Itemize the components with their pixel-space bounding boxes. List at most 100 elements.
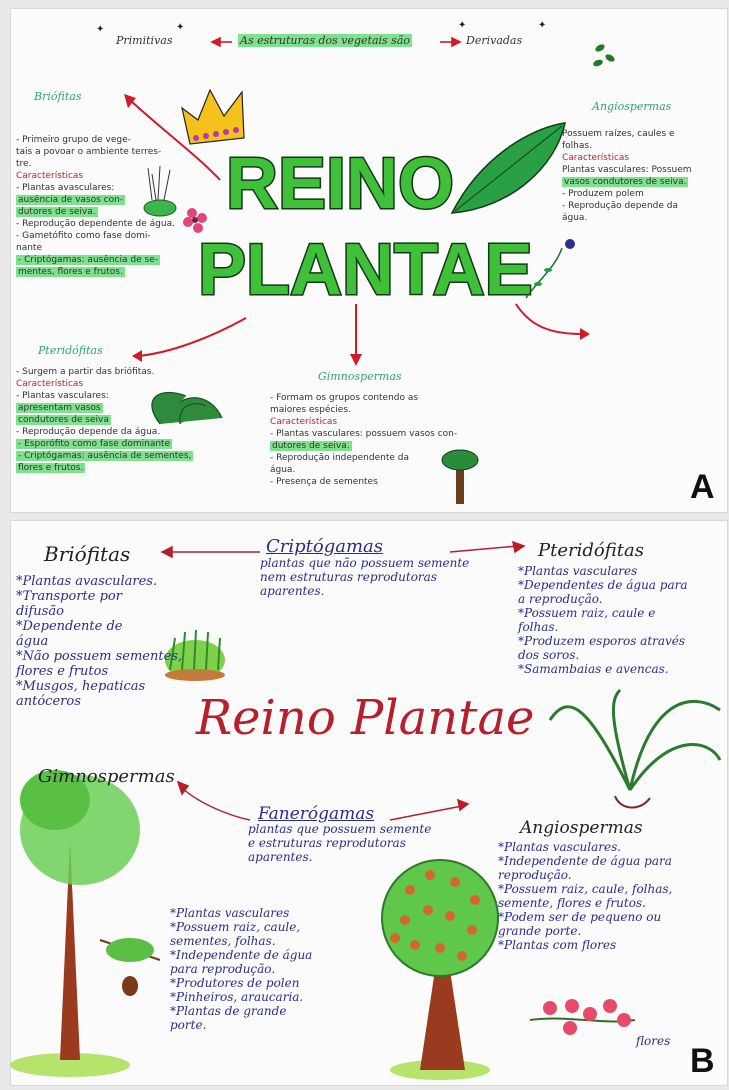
angiospermas-line: água. [562, 213, 588, 223]
pteridofitas-line: condutores de seiva [16, 415, 111, 425]
angiospermas-line: Possuem raízes, caules e [562, 129, 675, 139]
top-arrows [210, 36, 462, 48]
moss-icon [165, 629, 225, 681]
angiospermas-title: Angiospermas [520, 818, 643, 838]
gimnospermas-line: - Formam os grupos contendo as [270, 393, 419, 403]
sparkle-icon: ✦✦✦✦ [96, 20, 546, 35]
fruit-tree-icon [381, 859, 499, 1080]
briofitas-line: tre. [16, 159, 32, 169]
pteridofitas-line: - Reprodução depende da água. [16, 427, 161, 437]
svg-text:✦: ✦ [538, 20, 546, 31]
gimnospermas-line: *Possuem raiz, caule, [170, 920, 301, 934]
pteridofitas-line: *Plantas vasculares [518, 564, 638, 578]
briofitas-line: - Reprodução dependente de água. [16, 219, 175, 229]
mid-arrows [176, 780, 470, 821]
pteridofitas-line: dos soros. [518, 648, 580, 662]
pteridofitas-line: *Samambaias e avencas. [518, 662, 669, 676]
pteridofitas-title: Pteridófitas [538, 540, 644, 561]
briofitas-line: nante [16, 243, 42, 253]
arrow-heads [124, 94, 590, 366]
briofitas-line: tais a povoar o ambiente terres- [16, 147, 162, 157]
panel-a-drawings: ✦✦✦✦ REINO PLANTAE [96, 20, 615, 504]
fanerogamas-line: e estruturas reprodutoras [248, 836, 406, 850]
fanerogamas-desc: plantas que possuem semente e estruturas… [248, 822, 431, 864]
angiospermas-line: - Reprodução depende da [562, 201, 679, 211]
pteridofitas-line: - Surgem a partir das briófitas. [16, 367, 155, 377]
briofitas-line: Características [16, 171, 84, 181]
briofitas-line: *Não possuem sementes, [16, 649, 183, 664]
pteridofitas-line: *Possuem raiz, caule e [518, 606, 656, 620]
briofitas-line: água [16, 634, 49, 649]
title-arrows [129, 99, 583, 358]
gimnospermas-line: - Presença de sementes [270, 477, 378, 487]
fanerogamas-line: aparentes. [248, 850, 313, 864]
briofitas-line: difusão [16, 604, 64, 619]
pteridofitas-title: Pteridófitas [38, 344, 103, 357]
top-left-label: Primitivas [116, 34, 173, 47]
pteridofitas-line: *Dependentes de água para [518, 578, 688, 592]
top-arrows [160, 540, 526, 559]
criptogamas-title: Criptógamas [266, 536, 384, 557]
gimnospermas-line: *Plantas de grande [170, 1004, 287, 1018]
gimnospermas-line: *Independente de água [170, 948, 313, 962]
pteridofitas-line: folhas. [518, 620, 559, 634]
gimnospermas-line: *Produtores de polen [170, 976, 300, 990]
gimnospermas-line: sementes, folhas. [170, 934, 276, 948]
pteridofitas-line: flores e frutos. [16, 463, 86, 473]
pteridofitas-line: apresentam vasos [16, 403, 103, 413]
svg-text:✦: ✦ [176, 22, 184, 33]
tree-icon [441, 449, 479, 504]
gimnospermas-title: Gimnospermas [38, 766, 175, 787]
gimnospermas-line: para reprodução. [170, 962, 276, 976]
title-line-1: REINO [226, 144, 454, 224]
top-center-label: As estruturas dos vegetais são [238, 34, 413, 47]
briofitas-line: antóceros [16, 694, 81, 709]
briofitas-line: *Transporte por [16, 589, 122, 604]
angiospermas-line: *Plantas com flores [498, 938, 617, 952]
angiospermas-line: - Produzem polem [562, 189, 644, 199]
briofitas-line: *Dependente de [16, 619, 123, 634]
angiospermas-line: *Podem ser de pequeno ou [498, 910, 662, 924]
panel-b-letter: B [690, 1042, 715, 1080]
pine-tree-icon [10, 770, 161, 1077]
panel-b-title: Reino Plantae [196, 690, 535, 746]
svg-text:✦: ✦ [458, 20, 466, 31]
fanerogamas-line: plantas que possuem semente [248, 822, 432, 836]
gimnospermas-list: - Formam os grupos contendo as maiores e… [270, 392, 457, 488]
briofitas-line: flores e frutos [16, 664, 109, 679]
flower-label: flores [636, 1034, 671, 1048]
angiospermas-title: Angiospermas [592, 100, 672, 113]
panel-b: Reino Plantae Criptógamas plantas que nã… [10, 520, 728, 1086]
briofitas-list: - Primeiro grupo de vege- tais a povoar … [16, 134, 175, 278]
angiospermas-line: *Possuem raiz, caule, folhas, [498, 882, 673, 896]
pteridofitas-line: - Plantas vasculares: [16, 391, 109, 401]
angiospermas-line: reprodução. [498, 868, 572, 882]
briofitas-line: mentes, flores e frutos. [16, 267, 125, 277]
angiospermas-line: *Independente de água para [498, 854, 672, 868]
briofitas-line: - Primeiro grupo de vege- [16, 135, 131, 145]
pteridofitas-list: *Plantas vasculares *Dependentes de água… [518, 564, 688, 676]
angiospermas-line: folhas. [562, 141, 592, 151]
angiospermas-line: grande porte. [498, 924, 582, 938]
gimnospermas-line: - Plantas vasculares: possuem vasos con- [270, 429, 458, 439]
criptogamas-desc: plantas que não possuem semente nem estr… [260, 556, 469, 598]
criptogamas-line: nem estruturas reprodutoras [260, 570, 437, 584]
gimnospermas-title: Gimnospermas [318, 370, 402, 383]
angiospermas-line: vasos condutores de seiva. [562, 177, 689, 187]
pteridofitas-list: - Surgem a partir das briófitas. Caracte… [16, 366, 194, 474]
briofitas-list: *Plantas avasculares. *Transporte por di… [16, 574, 182, 709]
crown-icon [181, 88, 245, 145]
gimnospermas-line: Características [270, 417, 338, 427]
angiospermas-line: Plantas vasculares: Possuem [562, 165, 692, 175]
pteridofitas-line: - Esporófito como fase dominante [16, 439, 173, 449]
gimnospermas-line: - Reprodução independente da [270, 453, 409, 463]
title-line-2: PLANTAE [198, 230, 533, 310]
criptogamas-line: aparentes. [260, 584, 325, 598]
angiospermas-list: *Plantas vasculares. *Independente de ág… [498, 840, 672, 952]
panel-a-letter: A [690, 468, 715, 506]
gimnospermas-line: maiores espécies. [270, 405, 351, 415]
briofitas-line: ausência de vasos con- [16, 195, 126, 205]
angiospermas-list: Possuem raízes, caules e folhas. Caracte… [562, 128, 692, 224]
title-art: REINO PLANTAE [197, 143, 535, 312]
briofitas-line: - Plantas avasculares: [16, 183, 115, 193]
